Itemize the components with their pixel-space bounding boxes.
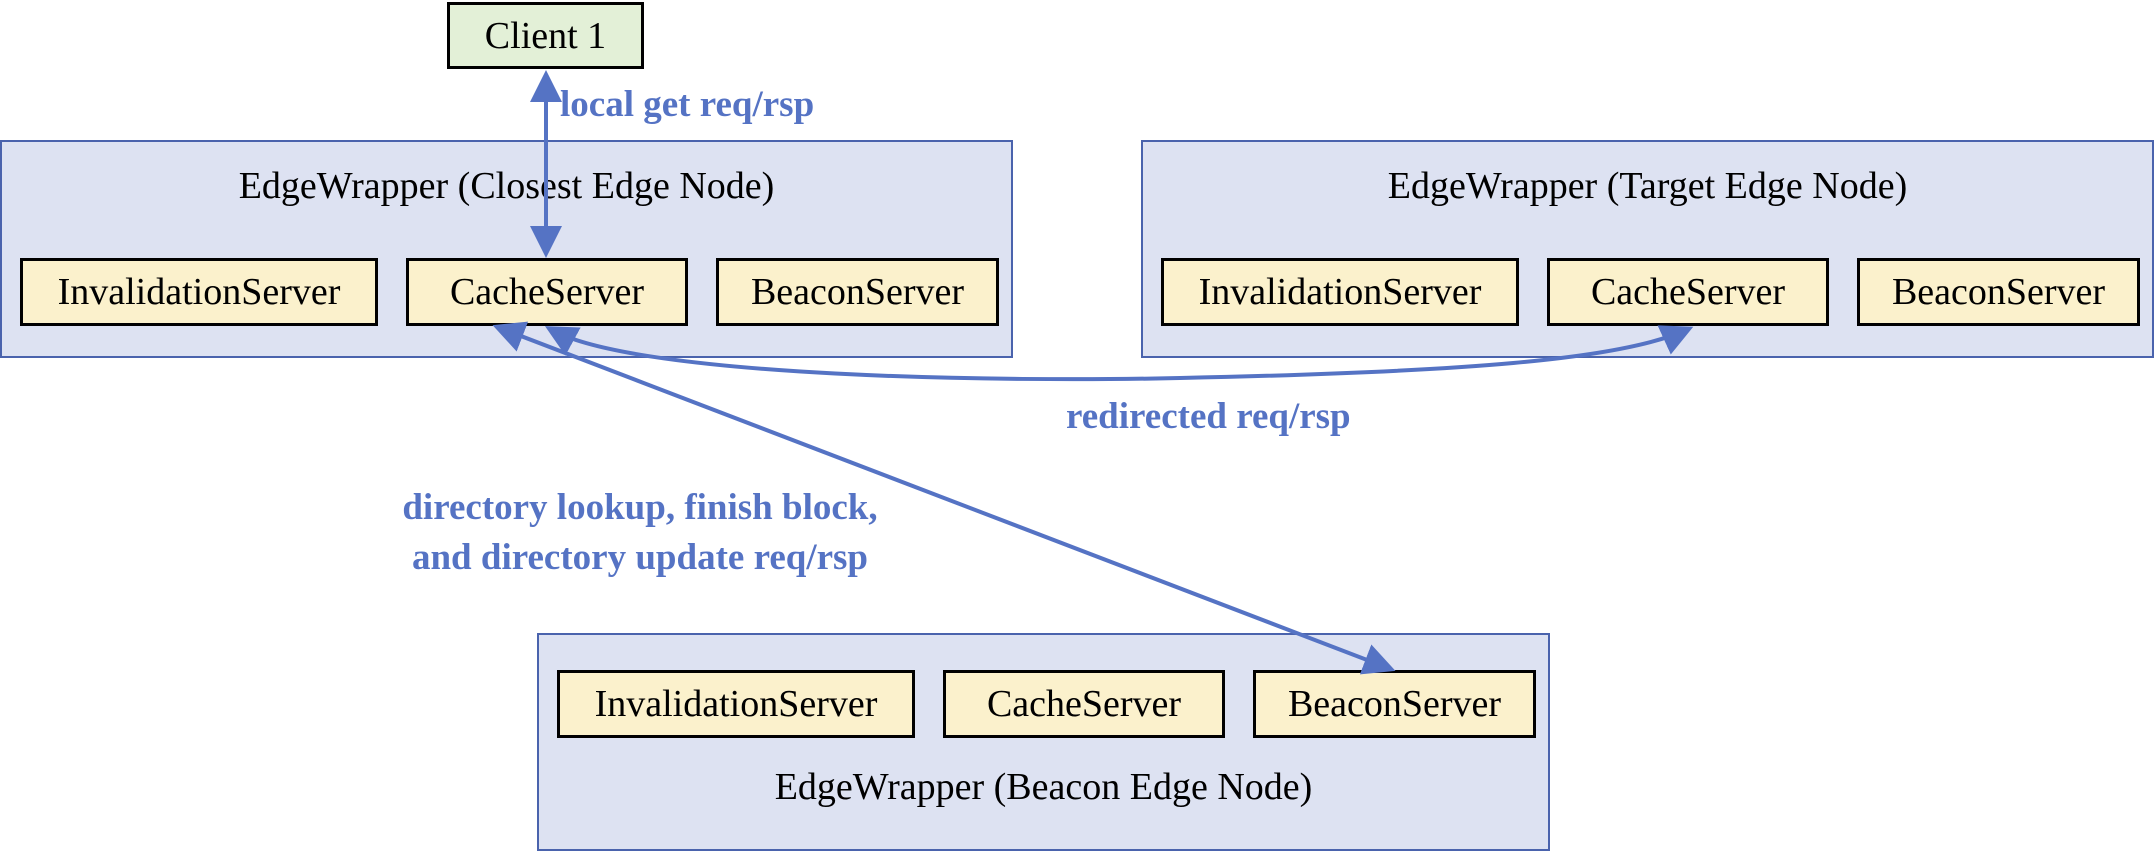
closest-cache-server: CacheServer — [406, 258, 688, 326]
directory-label: directory lookup, finish block, and dire… — [370, 483, 910, 583]
target-cache-server: CacheServer — [1547, 258, 1829, 326]
beacon-invalidation-server: InvalidationServer — [557, 670, 915, 738]
redirected-arrow — [544, 325, 1694, 382]
local-get-label: local get req/rsp — [560, 84, 815, 125]
beacon-edge-node-title: EdgeWrapper (Beacon Edge Node) — [774, 766, 1313, 808]
closest-edge-node-title: EdgeWrapper (Closest Edge Node) — [238, 165, 775, 207]
beacon-cache-server: CacheServer — [943, 670, 1225, 738]
redirected-label: redirected req/rsp — [1066, 396, 1351, 437]
closest-invalidation-server: InvalidationServer — [20, 258, 378, 326]
closest-beacon-server: BeaconServer — [716, 258, 999, 326]
target-edge-node-title: EdgeWrapper (Target Edge Node) — [1387, 165, 1908, 207]
client-1-label: Client 1 — [484, 14, 607, 57]
target-beacon-server: BeaconServer — [1857, 258, 2140, 326]
client-1-box: Client 1 — [447, 2, 644, 69]
directory-arrow — [492, 321, 1396, 675]
target-invalidation-server: InvalidationServer — [1161, 258, 1519, 326]
directory-label-line-2: and directory update req/rsp — [411, 537, 868, 578]
directory-label-line-1: directory lookup, finish block, — [402, 487, 878, 528]
